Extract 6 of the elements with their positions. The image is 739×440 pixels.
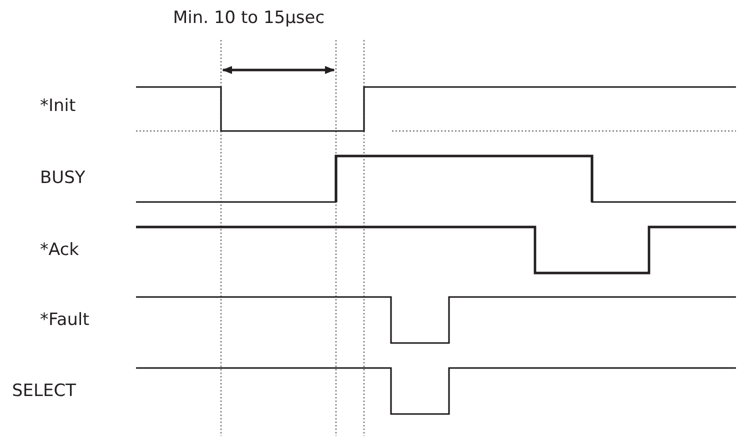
signal-name: *Fault [40, 310, 90, 330]
signal-name: SELECT [12, 381, 76, 401]
signal-name: *Ack [40, 240, 80, 260]
dimension-label: Min. 10 to 15μsec [173, 8, 325, 28]
signal-name: BUSY [40, 168, 86, 188]
signal-name: *Init [40, 96, 76, 116]
